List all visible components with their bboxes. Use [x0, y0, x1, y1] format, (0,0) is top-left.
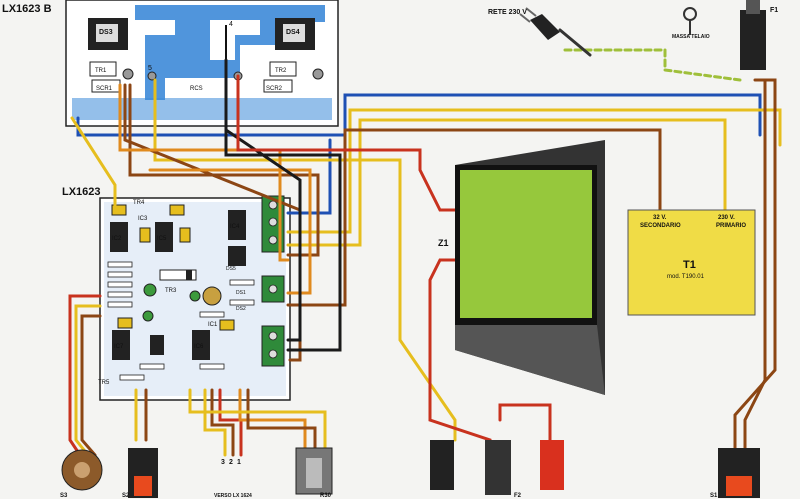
fuse-f1 [740, 0, 766, 70]
label-tr4: TR4 [133, 200, 145, 206]
label-mains: RETE 230 V [488, 9, 527, 16]
terminal-red [540, 440, 564, 490]
fuse-f2 [485, 440, 511, 495]
wiring [68, 28, 782, 457]
switch-s1 [718, 448, 760, 498]
label-ds1: DS1 [236, 290, 246, 296]
chassis-ground [683, 7, 697, 35]
label-r30: R30 [320, 493, 332, 499]
label-pin5: 5 [148, 65, 152, 72]
label-primary: PRIMARIO [716, 223, 746, 229]
label-board-top: LX1623 B [2, 3, 52, 15]
pot-r30 [295, 447, 333, 495]
label-t1: T1 [683, 259, 696, 271]
label-tr2: TR2 [275, 68, 287, 74]
switch-s3 [61, 449, 103, 491]
label-ic5: IC5 [157, 236, 167, 242]
label-secondary-voltage: 32 V. [653, 215, 667, 221]
label-tr3: TR3 [165, 288, 177, 294]
label-pin-1: 1 [237, 459, 241, 466]
label-tr5: TR5 [98, 380, 110, 386]
switch-s2 [128, 448, 158, 498]
label-ds3: DS3 [99, 29, 113, 36]
label-rcs: RCS [190, 86, 203, 92]
transformer-t1 [627, 209, 756, 316]
label-ic3: IC3 [138, 216, 148, 222]
label-ic6: IC6 [194, 344, 204, 350]
label-tr1: TR1 [95, 68, 107, 74]
label-f1: F1 [770, 7, 778, 14]
label-s1: S1 [710, 493, 718, 499]
label-z1: Z1 [438, 238, 449, 248]
terminal-black [430, 440, 454, 490]
label-primary-voltage: 230 V. [718, 215, 735, 221]
label-scr1: SCR1 [96, 86, 113, 92]
label-ic1: IC1 [208, 322, 218, 328]
label-pin-2: 2 [229, 459, 233, 466]
label-f2: F2 [514, 493, 522, 499]
label-ds2: DS2 [236, 306, 246, 312]
label-ic2: IC2 [112, 236, 122, 242]
label-t1-model: mod. T190.01 [667, 274, 705, 280]
label-ic7: IC7 [114, 344, 124, 350]
label-pin4: 4 [229, 21, 233, 28]
label-s2: S2 [122, 493, 130, 499]
label-ds5: DS5 [226, 266, 236, 272]
mains-plug [519, 7, 560, 40]
label-chassis: MASSA TELAIO [672, 34, 710, 40]
board-lx1623 [99, 195, 291, 401]
label-pin-3: 3 [221, 459, 225, 466]
label-ic4: IC4 [230, 224, 240, 230]
label-ds4: DS4 [286, 29, 300, 36]
label-s3: S3 [60, 493, 68, 499]
meter-z1 [455, 140, 605, 395]
label-secondary: SECONDARIO [640, 223, 681, 229]
board-lx1623b [65, 0, 339, 127]
label-scr2: SCR2 [266, 86, 283, 92]
label-board-main: LX1623 [62, 186, 101, 198]
label-verso: VERSO LX 1624 [214, 493, 252, 499]
